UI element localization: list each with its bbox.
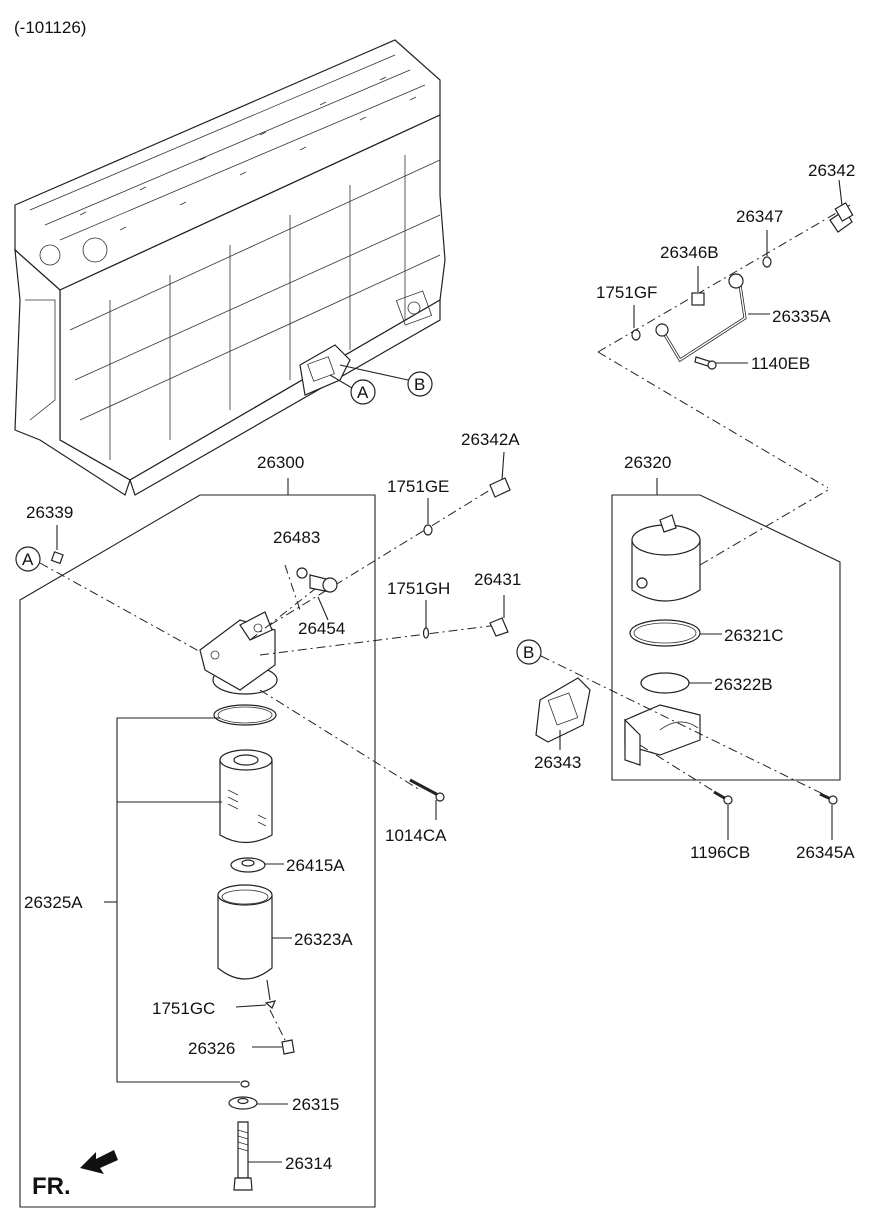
- label-26346b: 26346B: [660, 243, 719, 262]
- label-1751ge: 1751GE: [387, 477, 449, 496]
- label-26326: 26326: [188, 1039, 235, 1058]
- engine-block: [14, 39, 446, 496]
- label-26335a: 26335A: [772, 307, 831, 326]
- callout-a-block: [350, 379, 376, 405]
- label-26342: 26342: [808, 161, 855, 180]
- callout-a-block-label: A: [357, 383, 369, 402]
- label-26343: 26343: [534, 753, 581, 772]
- label-1196cb: 1196CB: [690, 843, 750, 862]
- label-26347: 26347: [736, 207, 783, 226]
- front-label: FR.: [32, 1173, 71, 1200]
- label-26483: 26483: [273, 528, 320, 547]
- label-1751gc: 1751GC: [152, 999, 215, 1018]
- filter-head: [199, 611, 278, 695]
- callout-b-block-label: B: [414, 375, 425, 394]
- label-26315: 26315: [292, 1095, 339, 1114]
- filter-can: [631, 514, 701, 602]
- callout-b-block: [407, 371, 433, 397]
- label-26314: 26314: [285, 1154, 332, 1173]
- label-1751gf: 1751GF: [596, 283, 657, 302]
- callout-b-bracket-label: B: [523, 643, 534, 662]
- label-26345a: 26345A: [796, 843, 855, 862]
- pipe-assembly: [597, 202, 854, 489]
- callout-a-filter-label: A: [22, 550, 34, 569]
- label-26339: 26339: [26, 503, 73, 522]
- filter-bracket: [624, 704, 701, 766]
- header-code: (-101126): [14, 18, 86, 37]
- label-1140eb: 1140EB: [751, 354, 810, 373]
- label-26454: 26454: [298, 619, 345, 638]
- label-26322b: 26322B: [714, 675, 773, 694]
- front-arrow-icon: [80, 1150, 118, 1174]
- label-1751gh: 1751GH: [387, 579, 450, 598]
- label-26321c: 26321C: [724, 626, 784, 645]
- label-1014ca: 1014CA: [385, 826, 447, 845]
- label-26342a: 26342A: [461, 430, 520, 449]
- label-26300: 26300: [257, 453, 304, 472]
- label-26415a: 26415A: [286, 856, 345, 875]
- label-26431: 26431: [474, 570, 521, 589]
- gasket: [535, 677, 591, 743]
- label-26320: 26320: [624, 453, 671, 472]
- label-26325a: 26325A: [24, 893, 83, 912]
- filter-bowl: [217, 884, 273, 980]
- callout-b-bracket: [516, 639, 542, 665]
- filter-element: [219, 749, 273, 844]
- label-26323a: 26323A: [294, 930, 353, 949]
- callout-a-filter: [15, 546, 41, 572]
- filter-housing-box: [19, 494, 376, 1208]
- fuel-filter-box: [611, 494, 841, 781]
